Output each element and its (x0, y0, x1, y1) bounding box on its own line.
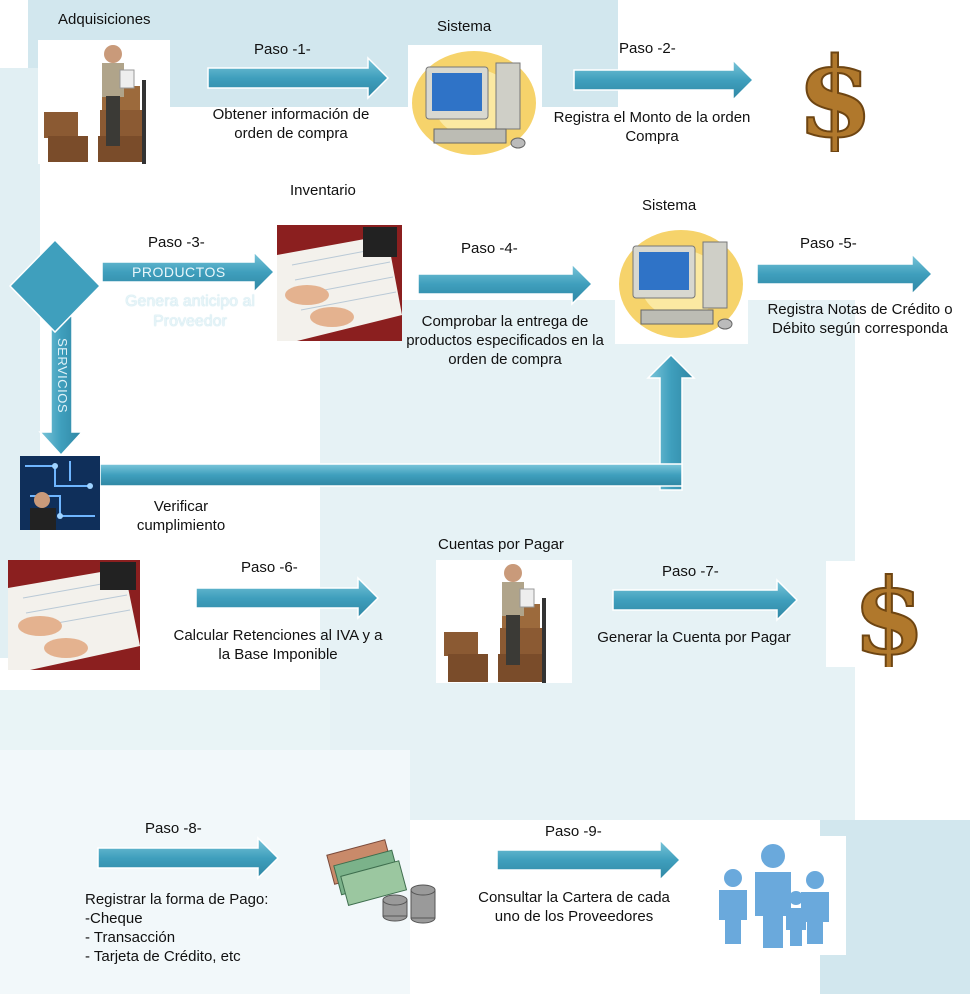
desc-step-8-title: Registrar la forma de Pago: (85, 891, 269, 908)
step-label-7: Paso -7- (662, 563, 719, 580)
step-label-2: Paso -2- (619, 40, 676, 57)
desc-step-9: Consultar la Cartera de cada uno de los … (478, 889, 670, 925)
desc-step-7: Generar la Cuenta por Pagar (597, 629, 791, 646)
background-band-left (0, 68, 40, 658)
arrow-step-9 (496, 838, 682, 882)
paperwork-icon (8, 560, 140, 670)
desc-step-6: Calcular Retenciones al IVA y a la Base … (173, 627, 383, 663)
desc-step-5: Registra Notas de Crédito o Débito según… (767, 301, 953, 337)
arrow-step-5 (756, 252, 934, 296)
computer-icon (615, 224, 748, 344)
people-group-icon (703, 836, 846, 955)
arrow-step-6 (195, 576, 380, 620)
title-adquisiciones: Adquisiciones (58, 11, 151, 28)
desc-step-2: Registra el Monto de la orden Compra (553, 109, 751, 145)
desc-step-1: Obtener información de orden de compra (212, 106, 370, 142)
desc-step-8-item-1: -Cheque (85, 910, 143, 927)
money-icon (325, 834, 450, 926)
arrow-step-8 (97, 836, 280, 880)
title-sistema-1: Sistema (437, 18, 492, 35)
step-label-4: Paso -4- (461, 240, 518, 257)
step-label-9: Paso -9- (545, 823, 602, 840)
desc-step-4: Comprobar la entrega de productos especi… (406, 313, 604, 368)
step-label-5: Paso -5- (800, 235, 857, 252)
network-person-icon (20, 456, 100, 530)
step-label-8: Paso -8- (145, 820, 202, 837)
step-label-3: Paso -3- (148, 234, 205, 251)
svg-text:$: $ (853, 561, 925, 667)
desc-step-8-item-3: - Tarjeta de Crédito, etc (85, 948, 241, 965)
delivery-man-icon (38, 40, 170, 164)
arrow-servicios-down (38, 315, 84, 457)
title-cuentas-por-pagar: Cuentas por Pagar (438, 536, 564, 553)
desc-step-3: Genera anticipo al Proveedor (125, 293, 255, 330)
step-label-1: Paso -1- (254, 41, 311, 58)
svg-text:$: $ (797, 40, 874, 152)
delivery-man-icon (436, 560, 572, 683)
dollar-sign-icon: $ (826, 561, 952, 667)
arrow-step-4 (417, 262, 594, 306)
title-sistema-2: Sistema (642, 197, 697, 214)
step-label-6: Paso -6- (241, 559, 298, 576)
background-band-middle (320, 300, 855, 820)
arrow-step-3 (101, 250, 276, 294)
desc-verificar: Verificar cumplimiento (136, 498, 226, 534)
arrow-step-2 (573, 58, 755, 102)
background-band-lower (0, 690, 330, 750)
arrow-step-7 (612, 578, 799, 622)
arrow-step-1 (207, 56, 390, 100)
decision-diamond (8, 238, 102, 334)
computer-icon (408, 45, 542, 163)
dollar-sign-icon: $ (772, 40, 898, 152)
desc-step-8: Registrar la forma de Pago: -Cheque - Tr… (85, 890, 285, 966)
paperwork-icon (277, 225, 402, 341)
branch-productos: PRODUCTOS (132, 264, 226, 280)
connector-verificar (99, 463, 683, 487)
desc-step-8-item-2: - Transacción (85, 929, 176, 946)
branch-servicios: SERVICIOS (55, 338, 70, 414)
title-inventario: Inventario (290, 182, 356, 199)
